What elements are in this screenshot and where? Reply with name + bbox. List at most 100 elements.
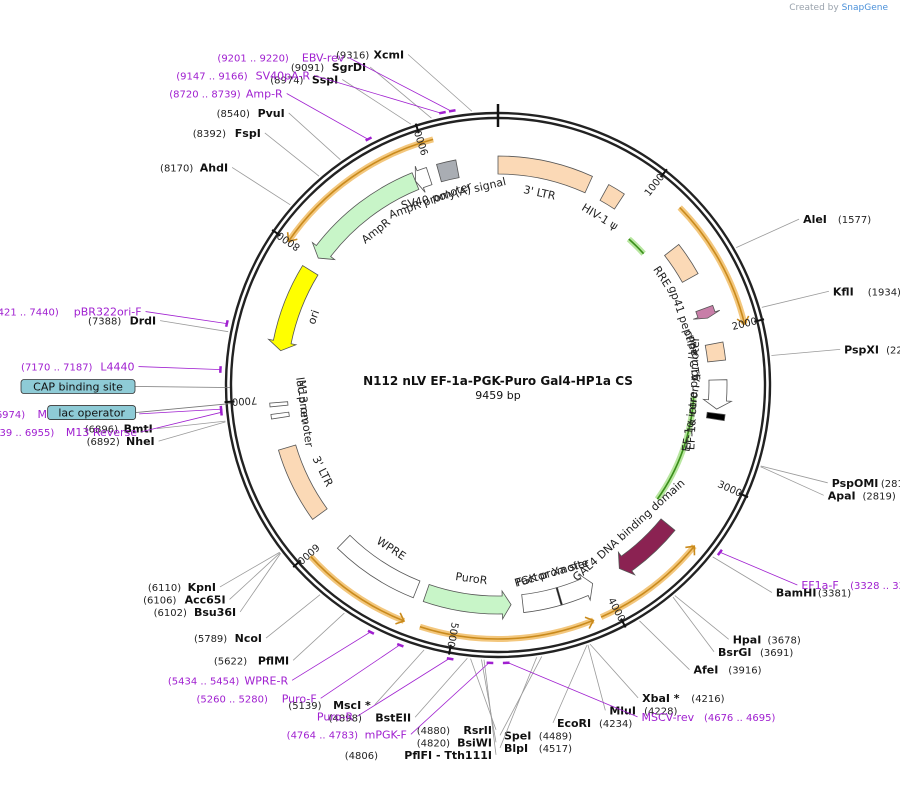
primer-mscv-rev[interactable]: MSCV-rev(4676 .. 4695) — [642, 711, 776, 724]
primer-l4440[interactable]: L4440(7170 .. 7187) — [21, 361, 134, 374]
site-position: (2203) — [886, 345, 900, 356]
primer-puro-f[interactable]: Puro-F(5260 .. 5280) — [196, 692, 316, 705]
scale-tick-label: 5000 — [444, 621, 459, 648]
primer-amp-r[interactable]: Amp-R(8720 .. 8739) — [169, 88, 283, 101]
snapgene-brand: SnapGene — [841, 3, 888, 13]
site-position: (4898) — [329, 713, 362, 724]
site-name: PvuI — [258, 107, 285, 120]
site-leader-line — [288, 112, 341, 160]
site-pflfi-tth111i[interactable]: PflFI - Tth111I(4806) — [345, 749, 492, 762]
primer-pbr322ori-f[interactable]: pBR322ori-F(7421 .. 7440) — [0, 306, 142, 319]
site-position: (8392) — [193, 129, 226, 140]
site-name: HpaI — [733, 633, 762, 646]
site-leader-line — [156, 420, 226, 429]
site-name: BsrGI — [718, 646, 751, 659]
site-pspomi[interactable]: PspOMI(2815) — [832, 477, 900, 490]
site-alei[interactable]: AleI (1577) — [803, 213, 871, 226]
site-fspi[interactable]: FspI(8392) — [193, 127, 261, 140]
site-name: AfeI — [694, 664, 719, 677]
site-ahdi[interactable]: AhdI(8170) — [160, 161, 228, 174]
feature-sv40-poly-a-signal — [436, 159, 460, 183]
site-afei[interactable]: AfeI(3916) — [694, 664, 762, 677]
feature-label: PuroR — [455, 570, 489, 587]
site-rsrii[interactable]: RsrII(4880) — [417, 724, 492, 737]
site-bsu36i[interactable]: Bsu36I(6102) — [154, 606, 236, 619]
primer-ef1a-f[interactable]: EF1a-F(3328 .. 3348) — [801, 579, 900, 592]
box-leader-line — [135, 403, 231, 413]
primer-wpre-r[interactable]: WPRE-R (5434 .. 5454) — [168, 674, 289, 687]
site-name: DrdI — [130, 315, 157, 328]
site-leader-line — [760, 465, 828, 484]
site-leader-line — [589, 643, 639, 699]
site-ecori[interactable]: EcoRI (4234) — [557, 717, 632, 730]
site-position: (4234) — [599, 719, 632, 730]
primer-leader-line — [348, 57, 453, 113]
site-sgrdi[interactable]: SgrDI(9091) — [291, 61, 366, 74]
site-xcmi[interactable]: XcmI(9316) — [336, 48, 404, 61]
site-leader-line — [265, 594, 321, 639]
primer-position: (5434 .. 5454) — [168, 676, 240, 687]
map-size: 9459 bp — [475, 389, 520, 402]
primer-name: WPRE-R — [244, 674, 288, 687]
site-pvui[interactable]: PvuI(8540) — [217, 107, 285, 120]
site-acc65i[interactable]: Acc65I(6106) — [143, 593, 225, 606]
site-ncoi[interactable]: NcoI(5789) — [194, 632, 262, 645]
site-name: KpnI — [188, 581, 216, 594]
site-name: EcoRI — [557, 717, 591, 730]
site-position: (4517) — [539, 744, 572, 755]
site-hpai[interactable]: HpaI(3678) — [733, 633, 801, 646]
primer-sv40pa-r[interactable]: SV40pA-R (9147 .. 9166) — [176, 70, 310, 83]
site-drdi[interactable]: DrdI(7388) — [88, 315, 156, 328]
primer-position: (9147 .. 9166) — [176, 72, 248, 83]
site-position: (8974) — [270, 75, 303, 86]
site-name: MscI * — [333, 699, 371, 712]
primer-leader-line — [320, 644, 401, 699]
box-lac-operator[interactable] — [47, 405, 137, 420]
site-blpi[interactable]: BlpI(4517) — [504, 742, 572, 755]
primer-mpgk-f[interactable]: mPGK-F(4764 .. 4783) — [287, 728, 407, 741]
primer-puro-r[interactable]: Puro-R — [317, 710, 354, 723]
inner-orf-line — [656, 396, 695, 500]
site-kfli[interactable]: KflI(1934) — [833, 285, 900, 298]
primer-marker — [367, 629, 375, 635]
site-name: Acc65I — [185, 593, 226, 606]
primer-ebv-rev[interactable]: EBV-rev(9201 .. 9220) — [217, 52, 344, 65]
site-bsiwi[interactable]: BsiWI(4820) — [417, 736, 492, 749]
site-position: (4216) — [691, 694, 724, 705]
site-position: (6110) — [148, 583, 181, 594]
primer-marker — [365, 136, 373, 142]
site-position: (4228) — [644, 706, 677, 717]
site-position: (8170) — [160, 163, 193, 174]
primer-name: SV40pA-R — [256, 70, 311, 83]
site-position: (4806) — [345, 751, 378, 762]
site-pspxi[interactable]: PspXI(2203) — [844, 343, 900, 356]
primer-position: (8720 .. 8739) — [169, 90, 241, 101]
site-pflmi[interactable]: PflMI(5622) — [214, 654, 289, 667]
site-apai[interactable]: ApaI(2819) — [828, 489, 896, 502]
site-bmti[interactable]: BmtI(6896) — [85, 423, 153, 436]
feature-gal4-dna-binding-domain — [617, 518, 676, 576]
site-bsrgi[interactable]: BsrGI(3691) — [718, 646, 793, 659]
site-bsteii[interactable]: BstEII(4898) — [329, 711, 411, 724]
scale-tick — [292, 559, 302, 568]
site-name: PflMI — [258, 654, 289, 667]
site-msci[interactable]: MscI *(5139) — [288, 699, 371, 712]
orf-arrowhead — [584, 616, 595, 629]
site-spei[interactable]: SpeI(4489) — [504, 729, 572, 742]
site-bamhi[interactable]: BamHI(3381) — [776, 586, 851, 599]
site-name: AleI — [803, 213, 827, 226]
site-position: (6892) — [87, 437, 120, 448]
box-cap-binding-site[interactable] — [20, 379, 136, 394]
site-position: (1577) — [838, 215, 871, 226]
scale-tick-label: 3000 — [716, 479, 744, 499]
scale-tick-label: 4000 — [605, 596, 627, 624]
site-leader-line — [481, 659, 497, 743]
site-xbai[interactable]: XbaI *(4216) — [642, 692, 725, 705]
primer-leader-line — [286, 93, 370, 141]
site-leader-line — [760, 466, 824, 496]
site-kpni[interactable]: KpnI (6110) — [148, 581, 216, 594]
feature-cppt-cts — [704, 341, 727, 363]
primer-m13-reverse[interactable]: M13 Reverse(6939 .. 6955) — [0, 426, 137, 439]
site-nhei[interactable]: NheI(6892) — [87, 435, 155, 448]
